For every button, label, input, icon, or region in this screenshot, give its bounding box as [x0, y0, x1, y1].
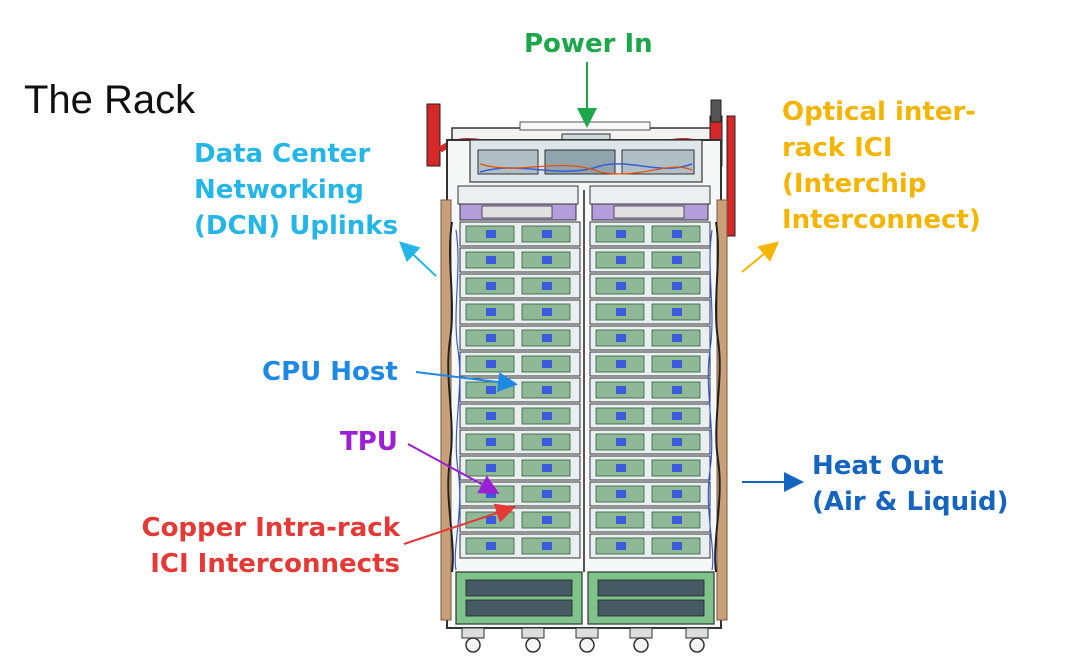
tray-right-2 [589, 247, 711, 273]
tray-left-1 [459, 221, 581, 247]
label-optical-ici: Optical inter- rack ICI (Interchip Inter… [782, 94, 981, 238]
label-copper-line-2: ICI Interconnects [150, 549, 400, 579]
tray-right-9 [589, 429, 711, 455]
compute-trays-right [589, 221, 711, 559]
tray-right-7 [589, 377, 711, 403]
arrow-cpu-host [415, 371, 518, 392]
top-network-trays [457, 139, 711, 221]
tray-left-12 [459, 507, 581, 533]
tray-left-8 [459, 403, 581, 429]
bottom-switch-trays [455, 571, 715, 625]
tray-left-2 [459, 247, 581, 273]
tray-left-7 [459, 377, 581, 403]
label-optical-line-1: Optical inter- [782, 97, 977, 127]
label-optical-line-3: (Interchip [782, 169, 927, 199]
slide-title: The Rack [24, 78, 196, 122]
label-dcn-line-1: Data Center [194, 139, 371, 169]
label-heat-line-1: Heat Out [812, 451, 944, 481]
label-cpu-host: CPU Host [262, 357, 398, 387]
arrow-tpu [407, 443, 500, 494]
tray-right-13 [589, 533, 711, 559]
tray-right-11 [589, 481, 711, 507]
label-optical-line-4: Interconnect) [782, 205, 981, 235]
label-heat-line-2: (Air & Liquid) [812, 487, 1009, 517]
compute-trays-left [459, 221, 581, 559]
label-tpu: TPU [340, 427, 398, 457]
tray-left-9 [459, 429, 581, 455]
label-copper-ici: Copper Intra-rack ICI Interconnects [132, 510, 400, 582]
arrow-dcn [399, 241, 437, 277]
label-dcn-line-3: (DCN) Uplinks [194, 211, 399, 241]
tray-left-4 [459, 299, 581, 325]
tray-left-3 [459, 273, 581, 299]
label-optical-line-2: rack ICI [782, 133, 893, 163]
label-dcn-uplinks: Data Center Networking (DCN) Uplinks [194, 136, 398, 244]
callout-arrows [399, 62, 804, 545]
arrow-optical [741, 241, 780, 273]
tray-left-10 [459, 455, 581, 481]
label-copper-line-1: Copper Intra-rack [141, 513, 400, 543]
label-heat-out: Heat Out (Air & Liquid) [812, 448, 1009, 520]
tray-right-4 [589, 299, 711, 325]
tray-left-13 [459, 533, 581, 559]
label-dcn-line-2: Networking [194, 175, 364, 205]
arrow-copper [403, 503, 516, 545]
tray-right-8 [589, 403, 711, 429]
tray-right-5 [589, 325, 711, 351]
label-power-in: Power In [524, 29, 653, 59]
tray-right-10 [589, 455, 711, 481]
tray-right-1 [589, 221, 711, 247]
tray-left-11 [459, 481, 581, 507]
tray-right-12 [589, 507, 711, 533]
tray-left-6 [459, 351, 581, 377]
tray-right-6 [589, 351, 711, 377]
tray-left-5 [459, 325, 581, 351]
rack-casters [461, 627, 709, 653]
tray-right-3 [589, 273, 711, 299]
side-cables [447, 221, 721, 573]
